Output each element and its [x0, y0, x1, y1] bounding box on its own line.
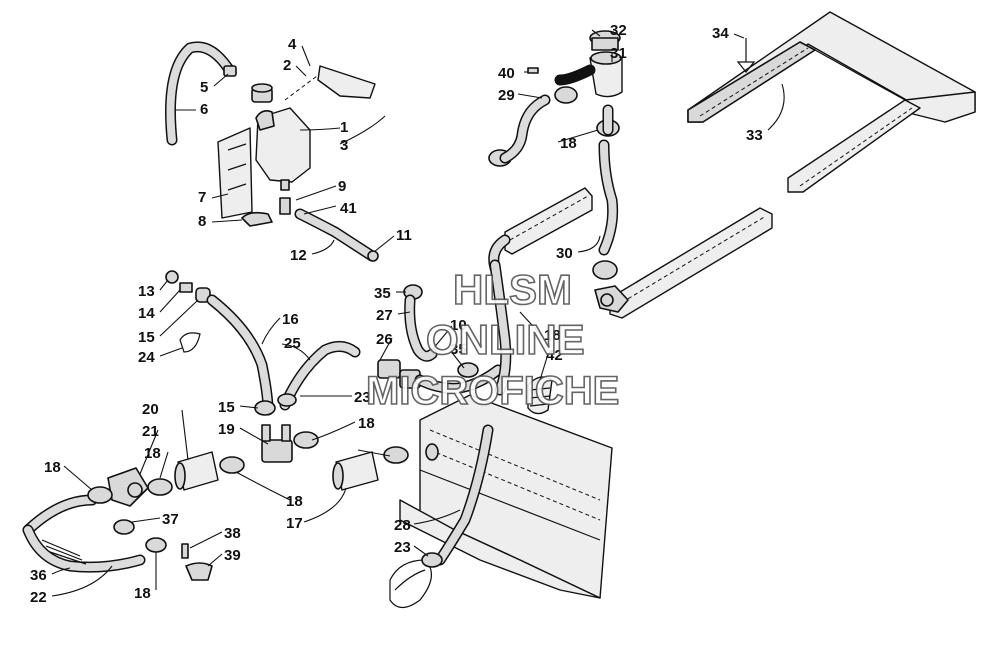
callout-33: 33	[746, 127, 763, 144]
callout-32: 32	[610, 22, 627, 39]
callout-20: 20	[142, 401, 159, 418]
bleeder-screw	[736, 38, 756, 73]
callout-13: 13	[138, 283, 155, 300]
callout-7: 7	[198, 189, 206, 206]
callout-labels: 4 2 5 6 1 3 7 8 9 41 11 12 13 14 15 24 1…	[30, 22, 763, 606]
callout-37: 37	[162, 511, 179, 528]
heat-exchanger-right	[594, 207, 773, 319]
callout-21: 21	[142, 423, 159, 440]
callout-18-b: 18	[44, 459, 61, 476]
callout-14: 14	[138, 305, 155, 322]
callout-9: 9	[338, 178, 346, 195]
callout-2: 2	[283, 57, 291, 74]
callout-26: 26	[376, 331, 393, 348]
coolant-bottle	[251, 65, 376, 191]
callout-38: 38	[224, 525, 241, 542]
middle-hose-assembly	[377, 259, 553, 415]
callout-39: 39	[224, 547, 241, 564]
callout-5: 5	[200, 79, 208, 96]
callout-3: 3	[340, 137, 348, 154]
watermark: HLSM ONLINE MICROFICHE	[365, 265, 620, 414]
callout-6: 6	[200, 101, 208, 118]
heat-exchanger-left	[488, 187, 593, 274]
callout-24: 24	[138, 349, 155, 366]
callout-15-lower: 15	[218, 399, 235, 416]
callout-11: 11	[396, 227, 412, 244]
callout-17: 17	[286, 515, 303, 532]
callout-42: 42	[546, 347, 563, 364]
drain-hose	[241, 197, 379, 262]
callout-18-f: 18	[544, 327, 561, 344]
callout-18-a: 18	[144, 445, 161, 462]
leader-lines	[51, 29, 785, 597]
coolant-decal	[217, 127, 253, 219]
callout-12: 12	[290, 247, 307, 264]
callout-41: 41	[340, 200, 357, 217]
callout-10: 10	[450, 317, 467, 334]
callout-22: 22	[30, 589, 47, 606]
callout-23: 23	[354, 389, 371, 406]
callout-18-d: 18	[134, 585, 151, 602]
callout-18-g: 18	[560, 135, 577, 152]
overflow-hose	[165, 41, 237, 146]
callout-36: 36	[30, 567, 47, 584]
callout-28: 28	[394, 517, 411, 534]
callout-4: 4	[288, 36, 297, 53]
fill-neck-assembly	[499, 30, 623, 256]
bottom-hose-assembly	[22, 494, 213, 581]
callout-18-e: 18	[286, 493, 303, 510]
callout-16: 16	[282, 311, 299, 328]
tunnel-chassis	[389, 394, 613, 609]
callout-35-lower: 35	[450, 341, 467, 358]
callout-40: 40	[498, 65, 515, 82]
callout-1: 1	[340, 119, 348, 136]
watermark-line-2: ONLINE	[426, 316, 585, 363]
watermark-line-1: HLSM	[453, 266, 572, 313]
callout-19: 19	[218, 421, 235, 438]
callout-34: 34	[712, 25, 729, 42]
callout-29: 29	[498, 87, 515, 104]
left-hose-assembly	[107, 270, 379, 507]
callout-27: 27	[376, 307, 393, 324]
callout-30: 30	[556, 245, 573, 262]
callout-18-c: 18	[358, 415, 375, 432]
callout-15: 15	[138, 329, 155, 346]
callout-23-lower: 23	[394, 539, 411, 556]
heat-exchanger-frame	[687, 11, 976, 193]
callout-31: 31	[610, 45, 627, 62]
watermark-line-3: MICROFICHE	[366, 369, 619, 413]
callout-35: 35	[374, 285, 391, 302]
callout-25: 25	[284, 335, 301, 352]
callout-8: 8	[198, 213, 206, 230]
